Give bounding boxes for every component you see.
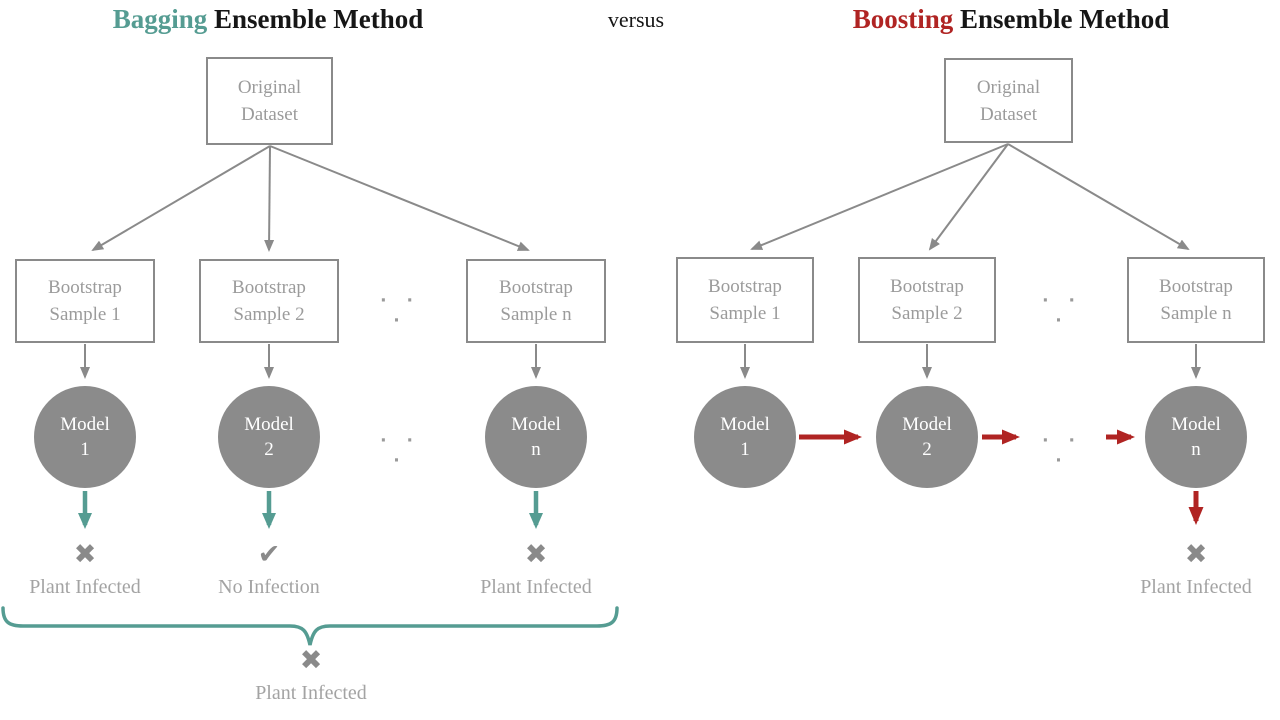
bagging-result-2: ✔ No Infection	[184, 540, 354, 599]
arrow-boosting-dataset-to-sample2	[928, 143, 1009, 251]
model-number: 1	[740, 439, 750, 460]
boosting-bootstrap-sample-1-box: Bootstrap Sample 1	[676, 257, 814, 343]
model-number: 2	[922, 439, 932, 460]
check-icon: ✔	[257, 539, 281, 570]
box-label-line: Bootstrap	[499, 277, 573, 298]
cross-icon: ✖	[73, 539, 97, 570]
arrow-bagging-dataset-to-sample2	[264, 145, 275, 252]
model-label: Model	[1171, 414, 1221, 435]
model-label: Model	[511, 414, 561, 435]
bagging-model-2-node: Model 2	[218, 386, 320, 488]
box-label-line: Dataset	[241, 104, 298, 125]
box-label-line: Sample 2	[891, 303, 963, 324]
boosting-bootstrap-sample-2-box: Bootstrap Sample 2	[858, 257, 996, 343]
cross-icon: ✖	[1184, 539, 1208, 570]
box-label-line: Bootstrap	[708, 276, 782, 297]
box-label-line: Sample n	[1160, 303, 1232, 324]
arrow-bagging-dataset-to-samplen	[269, 145, 530, 251]
box-label-line: Bootstrap	[48, 277, 122, 298]
model-label: Model	[60, 414, 110, 435]
box-label-line: Sample 1	[49, 304, 121, 325]
bagging-models-ellipsis: · · ·	[380, 431, 420, 471]
boosting-result: ✖ Plant Infected	[1111, 540, 1280, 599]
arrow-boosting-dataset-to-sample1	[750, 143, 1009, 250]
box-label-line: Sample 1	[709, 303, 781, 324]
bagging-bootstrap-sample-2-box: Bootstrap Sample 2	[199, 259, 339, 343]
box-label-line: Sample 2	[233, 304, 305, 325]
result-label: Plant Infected	[29, 576, 141, 598]
versus-label: versus	[607, 7, 665, 32]
boosting-models-ellipsis: · · ·	[1042, 431, 1082, 471]
bagging-original-dataset-box: Original Dataset	[206, 57, 333, 145]
bagging-model-n-node: Model n	[485, 386, 587, 488]
boosting-model-2-node: Model 2	[876, 386, 978, 488]
boosting-samples-ellipsis: · · ·	[1042, 291, 1082, 331]
boosting-bootstrap-sample-n-box: Bootstrap Sample n	[1127, 257, 1265, 343]
box-label-line: Bootstrap	[890, 276, 964, 297]
arrow-bagging-dataset-to-sample1	[91, 145, 271, 252]
model-number: 2	[264, 439, 274, 460]
box-label-line: Original	[237, 77, 302, 98]
result-label: Plant Infected	[480, 576, 592, 598]
box-label-line: Original	[976, 76, 1041, 98]
arrow-boosting-dataset-to-samplen	[1007, 143, 1190, 251]
bagging-aggregate-result: ✖ Plant Infected	[226, 646, 396, 705]
model-number: n	[1191, 439, 1201, 460]
model-number: 1	[80, 439, 90, 460]
boosting-title-rest: Ensemble Method	[953, 4, 1170, 34]
bagging-result-n: ✖ Plant Infected	[451, 540, 621, 599]
result-label: No Infection	[218, 576, 320, 598]
model-label: Model	[244, 414, 294, 435]
model-label: Model	[720, 414, 770, 435]
boosting-title: Boosting Ensemble Method	[761, 2, 1261, 38]
aggregate-result-label: Plant Infected	[255, 682, 367, 704]
bagging-bootstrap-sample-1-box: Bootstrap Sample 1	[15, 259, 155, 343]
cross-icon: ✖	[524, 539, 548, 570]
boosting-model-n-node: Model n	[1145, 386, 1247, 488]
box-label-line: Bootstrap	[1159, 276, 1233, 297]
bagging-result-1: ✖ Plant Infected	[0, 540, 170, 599]
bagging-aggregate-brace	[1, 606, 619, 646]
box-label-line: Bootstrap	[232, 277, 306, 298]
box-label-line: Sample n	[500, 304, 572, 325]
model-number: n	[531, 439, 541, 460]
bagging-bootstrap-sample-n-box: Bootstrap Sample n	[466, 259, 606, 343]
boosting-title-accent: Boosting	[852, 4, 954, 34]
cross-icon: ✖	[299, 645, 323, 676]
model-label: Model	[902, 414, 952, 435]
bagging-title-accent: Bagging	[112, 4, 208, 34]
result-label: Plant Infected	[1140, 576, 1252, 598]
bagging-model-1-node: Model 1	[34, 386, 136, 488]
bagging-title-rest: Ensemble Method	[207, 4, 424, 34]
box-label-line: Dataset	[980, 103, 1037, 125]
bagging-samples-ellipsis: · · ·	[380, 291, 420, 331]
bagging-title: Bagging Ensemble Method	[0, 2, 536, 38]
boosting-original-dataset-box: Original Dataset	[944, 58, 1073, 143]
boosting-model-1-node: Model 1	[694, 386, 796, 488]
